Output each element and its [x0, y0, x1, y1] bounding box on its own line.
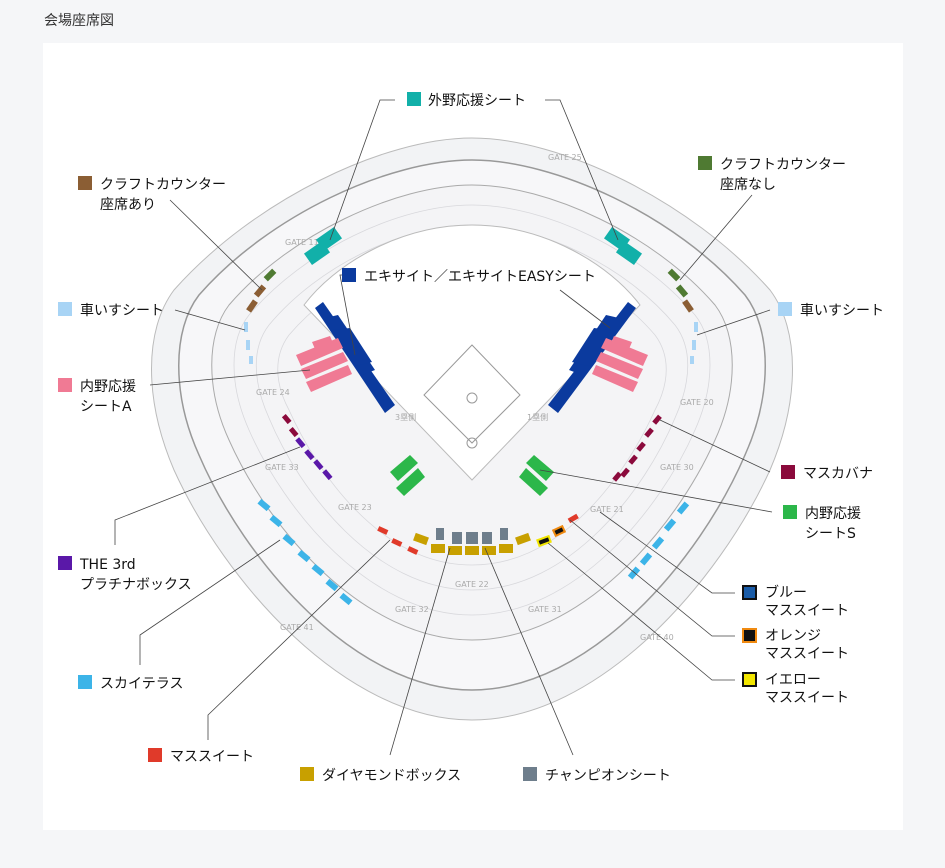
home-plate: [466, 437, 478, 449]
infield-a-seats[interactable]: [296, 336, 648, 392]
legend-craft-without: クラフトカウンター 座席なし: [698, 156, 846, 193]
craft-counter-no-seats[interactable]: [263, 268, 689, 298]
svg-text:クラフトカウンター: クラフトカウンター: [720, 157, 846, 173]
svg-text:座席あり: 座席あり: [100, 197, 156, 213]
gate-11-label: GATE 11: [285, 238, 319, 247]
legend-craft-with: クラフトカウンター 座席あり: [78, 176, 226, 213]
gate-23-label: GATE 23: [338, 503, 372, 512]
legend-champion: チャンピオンシート: [523, 767, 671, 784]
platinum-box-seats[interactable]: [295, 437, 333, 481]
yellow-mass-suite-seat[interactable]: [536, 534, 552, 548]
gate-31-label: GATE 31: [528, 605, 562, 614]
legend-wheelchair-right: 車いすシート: [778, 302, 884, 319]
masukabana-seats[interactable]: [281, 414, 662, 482]
first-base-side-label: 1塁側: [527, 412, 548, 422]
svg-text:座席なし: 座席なし: [720, 177, 776, 193]
legend-yellow-mass: イエロー マススイート: [742, 672, 849, 706]
svg-text:内野応援: 内野応援: [805, 506, 861, 522]
seat-grid: [233, 204, 711, 616]
svg-text:マススイート: マススイート: [170, 749, 254, 765]
svg-text:ブルー: ブルー: [765, 584, 807, 601]
legend-wheelchair-left: 車いすシート: [58, 302, 164, 319]
legend-ekisite: エキサイト／エキサイトEASYシート: [342, 268, 596, 285]
leader-lines: [114, 99, 773, 756]
svg-text:クラフトカウンター: クラフトカウンター: [100, 177, 226, 193]
third-base-side-label: 3塁側: [395, 412, 416, 422]
outfield-seats[interactable]: [303, 226, 643, 266]
ekisite-seats[interactable]: [315, 302, 636, 413]
legend-blue-mass: ブルー マススイート: [742, 584, 849, 619]
svg-text:車いすシート: 車いすシート: [80, 302, 164, 319]
svg-text:THE 3rd: THE 3rd: [79, 557, 136, 573]
gate-22-label: GATE 22: [455, 580, 489, 589]
legend-orange-mass: オレンジ マススイート: [742, 628, 849, 662]
legend-masukabana: マスカバナ: [781, 465, 873, 482]
legend-diamond: ダイヤモンドボックス: [300, 767, 461, 784]
champion-seats[interactable]: [436, 528, 508, 544]
svg-text:イエロー: イエロー: [765, 672, 821, 688]
gate-20-label: GATE 20: [680, 398, 714, 407]
gate-25-label: GATE 25: [548, 153, 582, 162]
legend-massuite: マススイート: [148, 748, 254, 765]
legend-skyterrace: スカイテラス: [78, 675, 183, 692]
svg-text:オレンジ: オレンジ: [765, 628, 821, 644]
legend-infield-s: 内野応援 シートS: [783, 505, 861, 542]
svg-text:内野応援: 内野応援: [80, 379, 136, 395]
page-title: 会場座席図: [44, 13, 114, 29]
skyterrace-seats[interactable]: [257, 498, 690, 606]
gate-41-label: GATE 41: [280, 623, 314, 632]
gate-40-label: GATE 40: [640, 633, 674, 642]
orange-mass-suite-seat[interactable]: [551, 524, 567, 538]
svg-text:マススイート: マススイート: [765, 646, 849, 662]
svg-text:車いすシート: 車いすシート: [800, 302, 884, 319]
infield-s-seats[interactable]: [390, 455, 554, 496]
svg-text:マススイート: マススイート: [765, 603, 849, 619]
svg-text:スカイテラス: スカイテラス: [100, 676, 183, 692]
craft-counter-with-seats[interactable]: [246, 284, 694, 313]
pitcher-mound: [466, 392, 478, 404]
svg-text:エキサイト／エキサイトEASYシート: エキサイト／エキサイトEASYシート: [364, 269, 596, 285]
svg-text:マスカバナ: マスカバナ: [803, 466, 873, 482]
svg-text:マススイート: マススイート: [765, 690, 849, 706]
gate-33-label: GATE 33: [265, 463, 299, 472]
svg-text:ダイヤモンドボックス: ダイヤモンドボックス: [322, 768, 461, 784]
legend-outfield-label: 外野応援シート: [428, 93, 526, 109]
wheelchair-seats[interactable]: [244, 322, 698, 364]
gate-30-label: GATE 30: [660, 463, 694, 472]
legend-platinum: THE 3rd プラチナボックス: [58, 556, 192, 593]
gate-24-label: GATE 24: [256, 388, 290, 397]
svg-text:プラチナボックス: プラチナボックス: [80, 577, 192, 593]
svg-text:シートA: シートA: [80, 399, 132, 415]
svg-text:シートS: シートS: [805, 526, 856, 542]
diamond-box-seats[interactable]: [413, 532, 531, 555]
legend-infield-a: 内野応援 シートA: [58, 378, 136, 415]
gate-21-label: GATE 21: [590, 505, 624, 514]
infield-diamond: [423, 344, 521, 444]
svg-text:チャンピオンシート: チャンピオンシート: [545, 768, 671, 784]
legend-outfield: 外野応援シート: [407, 92, 526, 109]
gate-32-label: GATE 32: [395, 605, 429, 614]
